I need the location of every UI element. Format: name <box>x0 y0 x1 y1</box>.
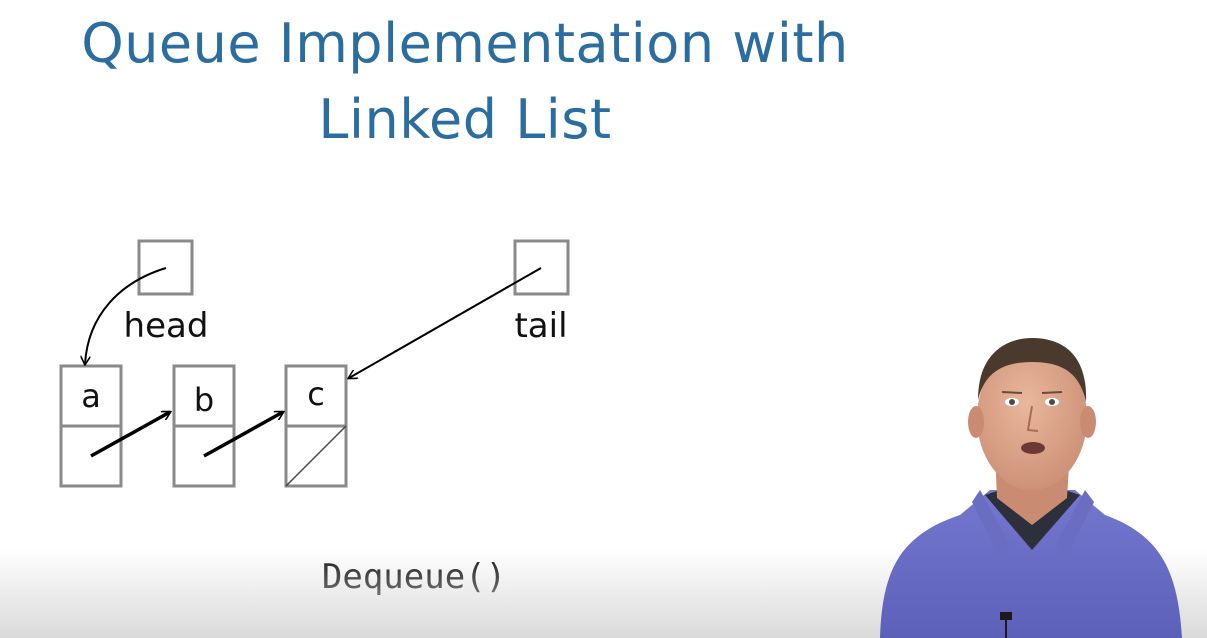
next-arrow-a-to-b <box>90 410 170 458</box>
node-b-key-cell <box>172 364 236 428</box>
slide-title-line-1: Queue Implementation with <box>81 12 849 75</box>
head-arrow <box>85 267 167 364</box>
presenter-face <box>977 346 1087 490</box>
next-arrow-b-to-c <box>203 410 283 458</box>
tail-pointer-box <box>513 239 570 296</box>
node-c: c <box>284 364 348 488</box>
head-pointer-box <box>137 239 194 296</box>
presenter-video <box>880 338 1182 638</box>
presenter-shirt <box>880 490 1182 638</box>
operation-label: Dequeue() <box>322 557 506 597</box>
slide-title-line-2: Linked List <box>318 88 612 151</box>
lapel-mic <box>1000 612 1012 620</box>
tail-arrow <box>349 267 542 378</box>
head-label: head <box>124 306 209 346</box>
tail-label: tail <box>514 306 567 346</box>
presenter-hair <box>978 338 1087 402</box>
null-pointer-slash <box>285 425 347 487</box>
node-b-key: b <box>194 381 214 419</box>
node-c-key: c <box>307 375 325 413</box>
node-b: b <box>172 364 236 488</box>
node-c-key-cell <box>284 364 348 428</box>
node-a-key: a <box>81 377 101 415</box>
node-a: a <box>59 364 123 488</box>
